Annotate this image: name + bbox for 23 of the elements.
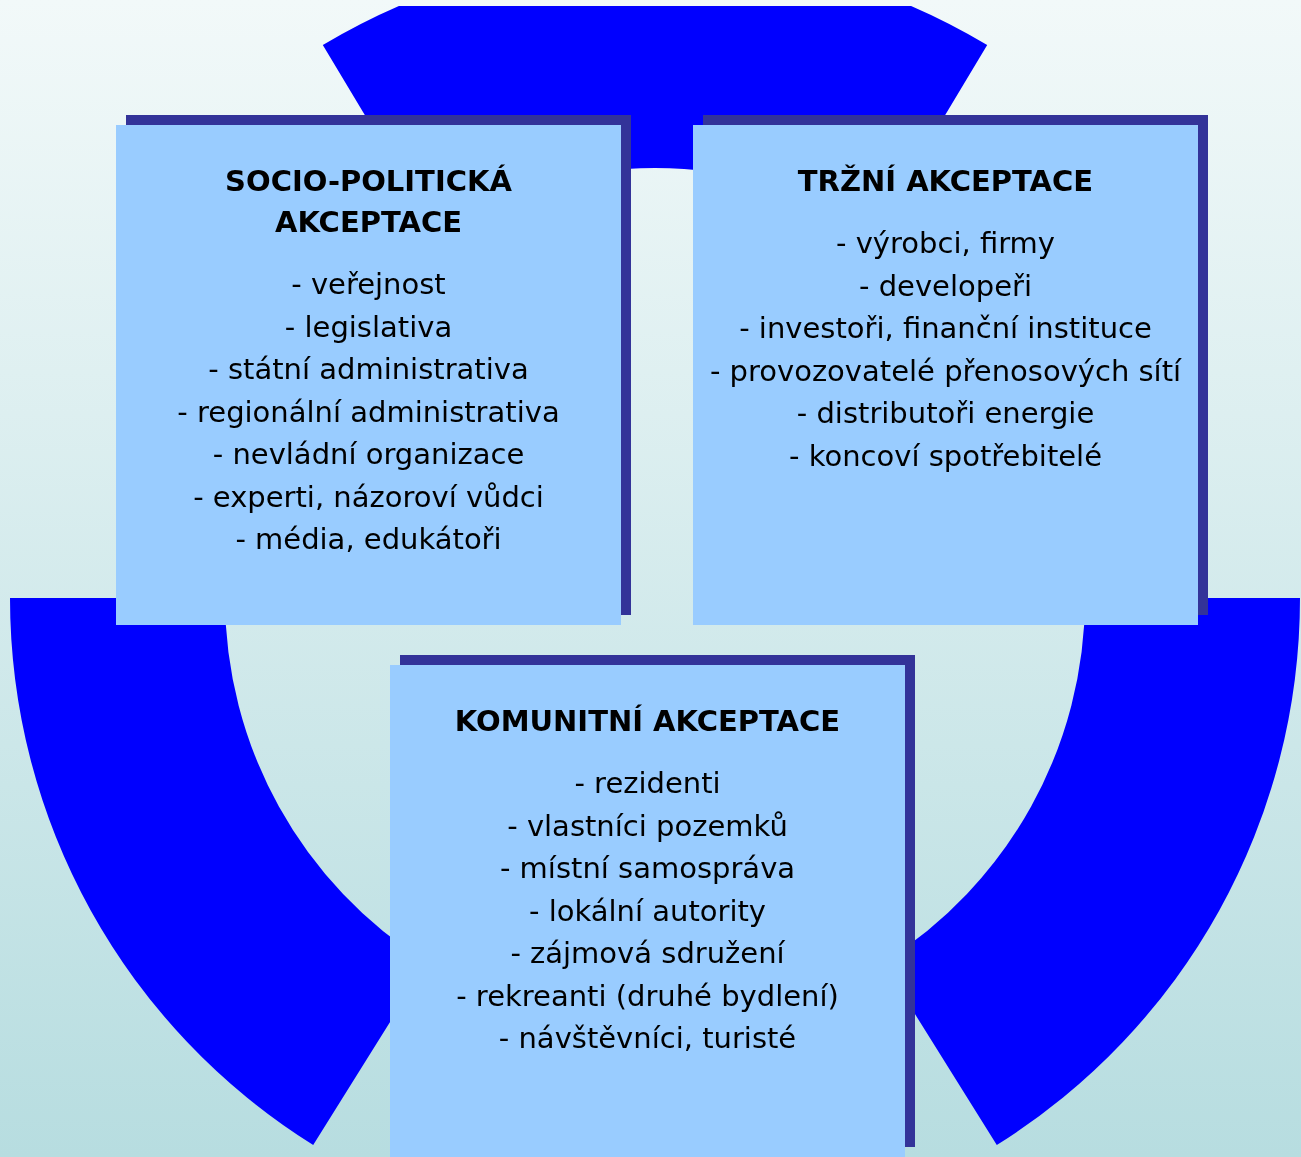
- list-item: - distributoři energie: [796, 395, 1095, 432]
- list-item: - nevládní organizace: [212, 436, 525, 473]
- list-item: - provozovatelé přenosových sítí: [709, 352, 1182, 390]
- list-item: - experti, názoroví vůdci: [193, 478, 544, 516]
- list-item: - zájmová sdružení: [510, 935, 785, 972]
- list-item: - výrobci, firmy: [836, 225, 1055, 262]
- card-heading: SOCIO-POLITICKÁ AKCEPTACE: [224, 163, 513, 241]
- list-item: - návštěvníci, turisté: [498, 1020, 797, 1057]
- list-item: - vlastníci pozemků: [507, 807, 788, 845]
- list-item: - rekreanti (druhé bydlení): [456, 977, 839, 1015]
- list-item: - rezidenti: [574, 765, 721, 802]
- list-item: - místní samospráva: [499, 850, 796, 887]
- list-item: - veřejnost: [291, 266, 446, 303]
- card-heading: TRŽNÍ AKCEPTACE: [797, 163, 1094, 200]
- list-item: - legislativa: [284, 308, 453, 346]
- list-item: - státní administrativa: [208, 351, 529, 388]
- list-item: - developeři: [859, 267, 1032, 305]
- list-item: - investoři, finanční instituce: [739, 310, 1152, 347]
- list-item: - lokální autority: [529, 892, 766, 930]
- list-item: - koncoví spotřebitelé: [789, 437, 1102, 475]
- list-item: - média, edukátoři: [235, 521, 502, 558]
- list-item: - regionální administrativa: [177, 393, 560, 431]
- card-heading: KOMUNITNÍ AKCEPTACE: [454, 703, 841, 740]
